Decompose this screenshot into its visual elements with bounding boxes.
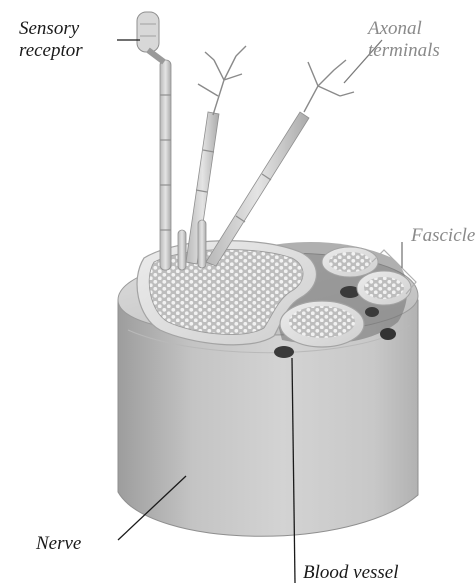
label-axonal-terminals: Axonal terminals — [368, 18, 440, 62]
label-axonal-line2: terminals — [368, 40, 440, 62]
label-sensory-line1: Sensory — [19, 18, 83, 40]
fiber-sensory — [160, 60, 171, 270]
nerve-fibers — [160, 60, 309, 270]
label-blood-vessel: Blood vessel — [303, 562, 399, 584]
label-sensory-receptor: Sensory receptor — [19, 18, 83, 62]
label-fascicle: Fascicle — [411, 225, 475, 247]
fascicle-lower — [280, 301, 364, 347]
fascicle-right — [357, 271, 411, 305]
axonal-terminal-branches — [198, 46, 354, 115]
fascicle-upper-right — [322, 247, 378, 277]
label-axonal-line1: Axonal — [368, 18, 440, 40]
sensory-receptor — [137, 12, 164, 62]
label-nerve: Nerve — [36, 533, 81, 555]
label-sensory-line2: receptor — [19, 40, 83, 62]
